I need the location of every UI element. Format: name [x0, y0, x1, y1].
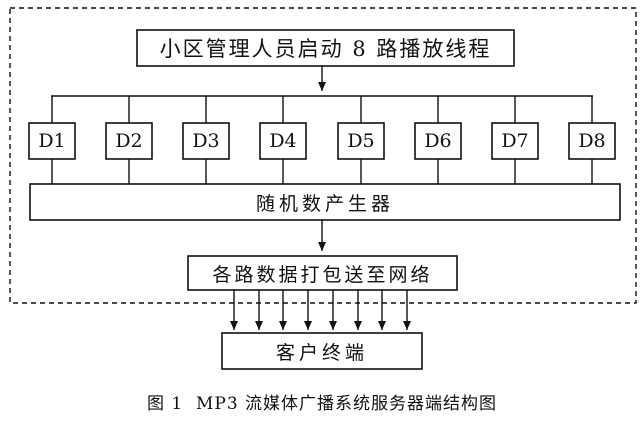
server-boundary — [9, 7, 637, 304]
network-arrows — [230, 290, 411, 330]
thread-label-1: D1 — [38, 130, 66, 152]
thread-label-3: D3 — [192, 130, 220, 152]
thread-label-7: D7 — [501, 130, 529, 152]
title-box-frame — [136, 29, 515, 67]
random-generator-frame — [29, 183, 621, 221]
thread-box-7 — [491, 122, 539, 160]
thread-box-1 — [28, 122, 76, 160]
thread-label-5: D5 — [347, 130, 375, 152]
figure-caption: 图 1 MP3 流媒体广播系统服务器端结构图 — [146, 393, 498, 414]
thread-box-2 — [105, 122, 153, 160]
client-label: 客户终端 — [275, 341, 368, 364]
client-frame — [221, 332, 423, 370]
thread-label-2: D2 — [115, 130, 143, 152]
title-box-label: 小区管理人员启动 8 路播放线程 — [159, 37, 492, 61]
random-generator-label: 随机数产生器 — [255, 192, 394, 215]
thread-boxes — [28, 96, 616, 184]
thread-box-8 — [568, 122, 616, 160]
thread-box-6 — [414, 122, 462, 160]
thread-box-5 — [337, 122, 385, 160]
thread-label-6: D6 — [424, 130, 452, 152]
thread-label-8: D8 — [578, 130, 606, 152]
packager-label: 各路数据打包送至网络 — [212, 263, 433, 286]
packager-frame — [187, 255, 458, 291]
thread-label-4: D4 — [269, 130, 297, 152]
thread-box-4 — [259, 122, 307, 160]
thread-box-3 — [182, 122, 230, 160]
